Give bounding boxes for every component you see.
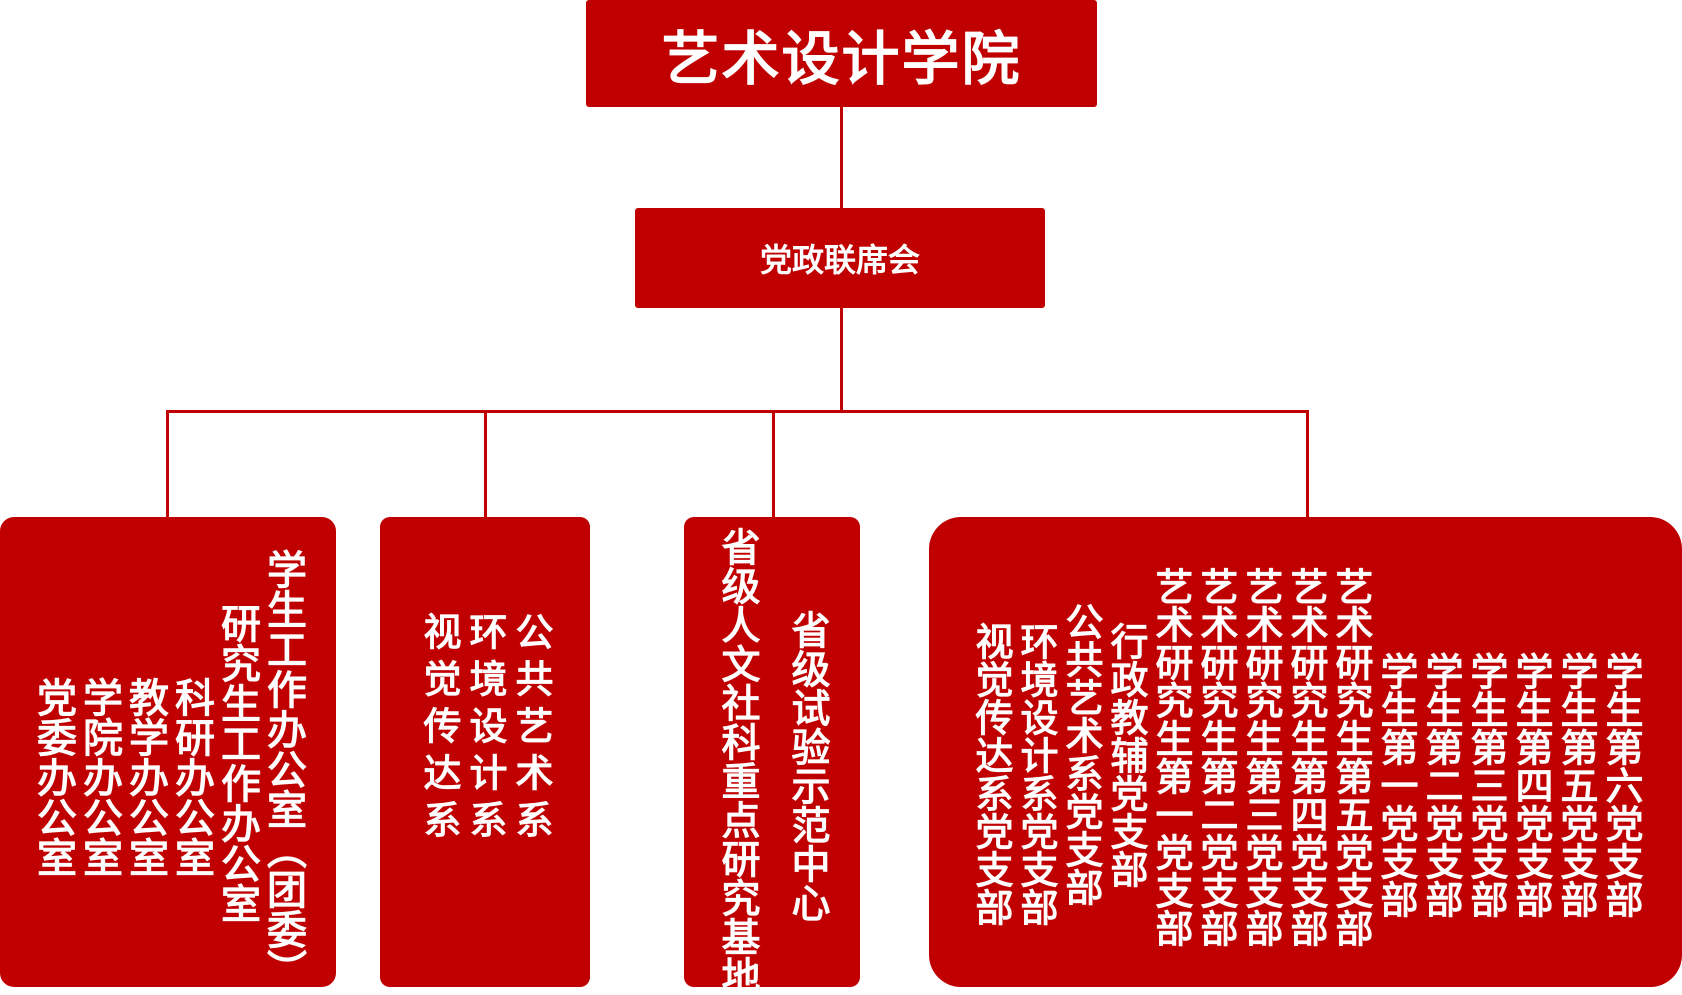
research-centers-group: 省级试验示范中心 省级人文社科重点研究基地 [684, 517, 860, 995]
department-item: 环境设计系 [463, 612, 507, 847]
admin-offices-columns: 学生工作办公室（团委） 研究生工作办公室 科研办公室 教学办公室 学院办公室 党… [0, 549, 336, 989]
departments-columns: 公共艺术系 环境设计系 视觉传达系 [380, 612, 590, 987]
party-branch-item: 学生第五党支部 [1554, 652, 1598, 918]
admin-office-item: 科研办公室 [168, 677, 214, 877]
admin-office-item: 党委办公室 [30, 677, 76, 877]
connector-to-party-branches [1306, 410, 1309, 517]
party-branch-item: 学生第四党支部 [1509, 652, 1553, 918]
admin-office-item: 学生工作办公室（团委） [260, 549, 306, 989]
party-branches-group: 学生第六党支部 学生第五党支部 学生第四党支部 学生第三党支部 学生第二党支部 … [929, 517, 1682, 987]
party-branches-columns: 学生第六党支部 学生第五党支部 学生第四党支部 学生第三党支部 学生第二党支部 … [929, 567, 1682, 987]
admin-office-item: 学院办公室 [76, 677, 122, 877]
root-node: 艺术设计学院 [586, 0, 1097, 107]
party-branch-item: 艺术研究生第五党支部 [1329, 567, 1373, 947]
root-title: 艺术设计学院 [661, 24, 1022, 93]
admin-offices-group: 学生工作办公室（团委） 研究生工作办公室 科研办公室 教学办公室 学院办公室 党… [0, 517, 336, 989]
research-center-item: 省级人文社科重点研究基地 [715, 527, 760, 995]
connector-horizontal-bus [166, 410, 1309, 413]
party-branch-item: 学生第二党支部 [1419, 652, 1463, 918]
departments-group: 公共艺术系 环境设计系 视觉传达系 [380, 517, 590, 987]
connector-to-admin-offices [166, 410, 169, 517]
party-branch-item: 学生第三党支部 [1464, 652, 1508, 918]
research-center-item: 省级试验示范中心 [785, 610, 830, 922]
admin-office-item: 研究生工作办公室 [214, 603, 260, 923]
department-item: 公共艺术系 [509, 612, 553, 847]
research-centers-columns: 省级试验示范中心 省级人文社科重点研究基地 [684, 527, 860, 995]
party-branch-item: 环境设计系党支部 [1014, 622, 1058, 926]
connector-to-departments [484, 410, 487, 517]
party-branch-item: 学生第一党支部 [1374, 652, 1418, 918]
party-branch-item: 艺术研究生第四党支部 [1284, 567, 1328, 947]
party-branch-item: 视觉传达系党支部 [969, 622, 1013, 926]
party-branch-item: 学生第六党支部 [1599, 652, 1643, 918]
connector-root-to-council [840, 107, 843, 208]
party-branch-item: 公共艺术系党支部 [1059, 602, 1103, 906]
connector-to-research-centers [772, 410, 775, 517]
party-branch-item: 艺术研究生第三党支部 [1239, 567, 1283, 947]
party-branch-item: 艺术研究生第二党支部 [1194, 567, 1238, 947]
council-label: 党政联席会 [759, 241, 920, 279]
party-branch-item: 艺术研究生第一党支部 [1149, 567, 1193, 947]
connector-council-to-bus [840, 308, 843, 412]
admin-office-item: 教学办公室 [122, 677, 168, 877]
council-node: 党政联席会 [635, 208, 1045, 308]
party-branch-item: 行政教辅党支部 [1104, 622, 1148, 888]
department-item: 视觉传达系 [417, 612, 461, 847]
